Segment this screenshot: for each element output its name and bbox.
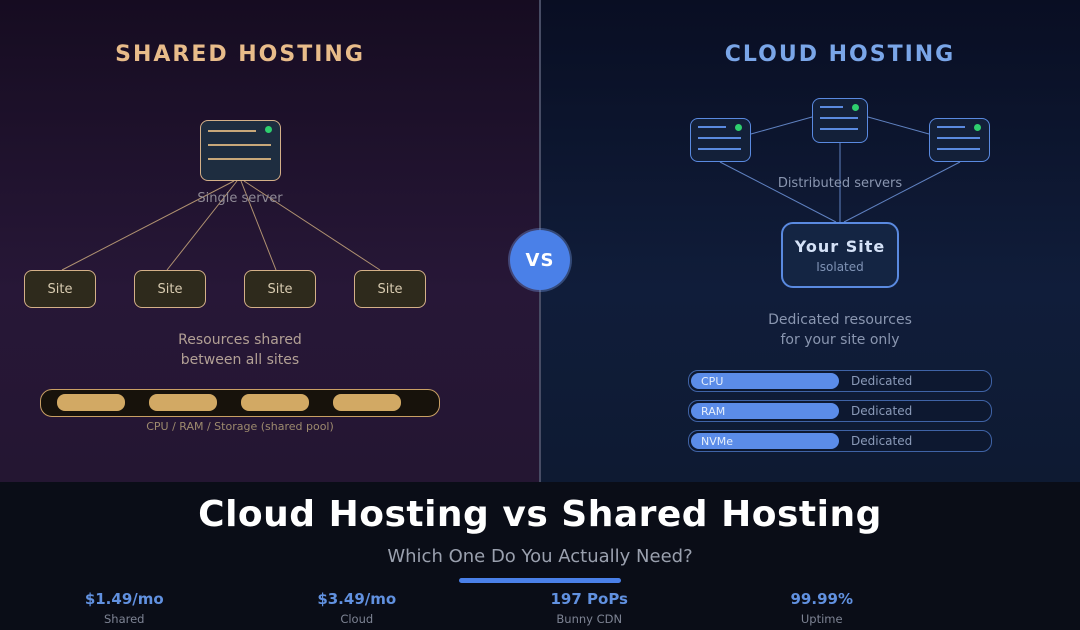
stat-value: $3.49/mo	[317, 590, 397, 608]
page-subtitle: Which One Do You Actually Need?	[387, 546, 693, 567]
accent-underline	[459, 578, 621, 583]
vs-badge: VS	[510, 230, 570, 290]
single-server-label: Single server	[197, 191, 283, 206]
stat-shared-price: $1.49/mo Shared	[8, 590, 241, 626]
stat-label: Cloud	[340, 612, 374, 626]
dedicated-resources-note: Dedicated resources for your site only	[540, 310, 1080, 350]
cloud-server-icon	[690, 118, 751, 162]
note-line: for your site only	[780, 332, 900, 348]
status-dot-icon	[852, 104, 859, 111]
shared-pool-bar	[40, 389, 440, 417]
footer: Cloud Hosting vs Shared Hosting Which On…	[0, 482, 1080, 630]
resource-label: NVMe	[701, 434, 734, 448]
pool-segment	[149, 394, 217, 411]
shared-pool-caption: CPU / RAM / Storage (shared pool)	[146, 420, 334, 433]
cloud-hosting-title: CLOUD HOSTING	[724, 42, 956, 67]
resource-bar-cpu: CPU Dedicated	[688, 370, 992, 392]
resource-bar-fill: RAM	[691, 403, 839, 419]
site-label: Site	[267, 281, 293, 297]
stat-value: $1.49/mo	[84, 590, 164, 608]
resource-label: RAM	[701, 404, 726, 418]
stat-label: Bunny CDN	[556, 612, 623, 626]
your-site-subtitle: Isolated	[816, 259, 864, 274]
resource-bar-ram: RAM Dedicated	[688, 400, 992, 422]
resource-bar-nvme: NVMe Dedicated	[688, 430, 992, 452]
site-box: Site	[24, 270, 96, 308]
site-box: Site	[354, 270, 426, 308]
shared-resources-note: Resources shared between all sites	[0, 330, 480, 370]
pool-segment	[241, 394, 309, 411]
stat-pops: 197 PoPs Bunny CDN	[473, 590, 706, 626]
stat-cloud-price: $3.49/mo Cloud	[241, 590, 474, 626]
resource-bar-fill: CPU	[691, 373, 839, 389]
note-line: Resources shared	[178, 332, 302, 348]
stat-label: Uptime	[800, 612, 843, 626]
pool-segment	[333, 394, 401, 411]
cloud-server-icon	[929, 118, 990, 162]
stats-row: $1.49/mo Shared $3.49/mo Cloud 197 PoPs …	[8, 590, 938, 626]
stat-value: 99.99%	[790, 590, 853, 608]
resource-label: CPU	[701, 374, 724, 388]
single-server-icon	[200, 120, 281, 181]
vs-label: VS	[525, 249, 555, 271]
resource-value: Dedicated	[851, 434, 913, 448]
site-label: Site	[157, 281, 183, 297]
note-line: Dedicated resources	[768, 312, 912, 328]
resource-value: Dedicated	[851, 374, 913, 388]
your-site-box: Your Site Isolated	[781, 222, 899, 288]
shared-hosting-panel: SHARED HOSTING Single server Site Site S…	[0, 0, 540, 482]
status-dot-icon	[974, 124, 981, 131]
site-label: Site	[377, 281, 403, 297]
cloud-server-icon	[812, 98, 868, 143]
pool-segment	[57, 394, 125, 411]
site-label: Site	[47, 281, 73, 297]
cloud-hosting-panel: CLOUD HOSTING	[540, 0, 1080, 482]
distributed-servers-label: Distributed servers	[777, 176, 903, 191]
status-dot-icon	[735, 124, 742, 131]
resource-value: Dedicated	[851, 404, 913, 418]
resource-bar-fill: NVMe	[691, 433, 839, 449]
note-line: between all sites	[180, 352, 300, 368]
stat-label: Shared	[104, 612, 145, 626]
your-site-title: Your Site	[794, 236, 886, 256]
stat-value: 197 PoPs	[550, 590, 629, 608]
status-dot-icon	[265, 126, 272, 133]
shared-hosting-title: SHARED HOSTING	[115, 42, 365, 67]
site-box: Site	[244, 270, 316, 308]
stat-uptime: 99.99% Uptime	[706, 590, 939, 626]
page-title: Cloud Hosting vs Shared Hosting	[198, 494, 882, 535]
site-box: Site	[134, 270, 206, 308]
